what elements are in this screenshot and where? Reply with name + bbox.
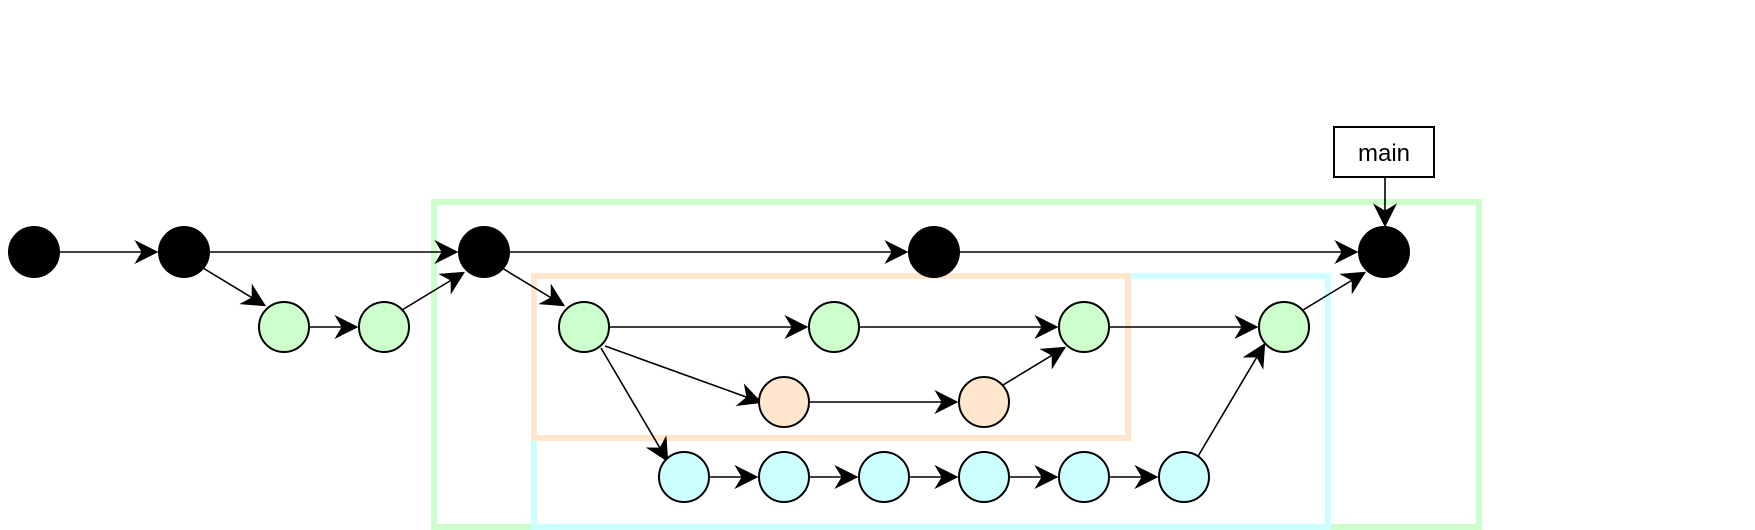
feature-commit-cyan <box>758 451 810 503</box>
feature-commit-orange <box>758 376 810 428</box>
branch-label-text: main <box>1358 140 1410 167</box>
feature-branch-orange-box <box>531 273 1131 441</box>
edge <box>604 345 763 406</box>
feature-commit-green <box>808 301 860 353</box>
main-commit <box>1358 226 1410 278</box>
feature-commit-orange <box>958 376 1010 428</box>
feature-commit-cyan <box>858 451 910 503</box>
edge <box>1302 271 1367 311</box>
main-commit <box>908 226 960 278</box>
commit-edges <box>59 177 1397 489</box>
main-commit <box>158 226 210 278</box>
main-commit <box>8 226 60 278</box>
branch-label: main <box>1333 126 1435 178</box>
edge <box>600 347 669 463</box>
edge <box>1196 342 1266 459</box>
feature-commit-cyan <box>658 451 710 503</box>
edge <box>202 267 267 307</box>
edge <box>501 267 566 307</box>
feature-commit-green <box>1258 301 1310 353</box>
feature-commit-cyan <box>958 451 1010 503</box>
branch-label-box <box>1333 126 1435 178</box>
feature-commit-green <box>558 301 610 353</box>
feature-commit-cyan <box>1058 451 1110 503</box>
edge <box>1002 346 1067 386</box>
commit-nodes <box>8 226 1410 503</box>
edge <box>401 271 466 311</box>
feature-commit-green <box>258 301 310 353</box>
main-commit <box>458 226 510 278</box>
feature-commit-green <box>1058 301 1110 353</box>
feature-commit-green <box>358 301 410 353</box>
feature-commit-cyan <box>1158 451 1210 503</box>
